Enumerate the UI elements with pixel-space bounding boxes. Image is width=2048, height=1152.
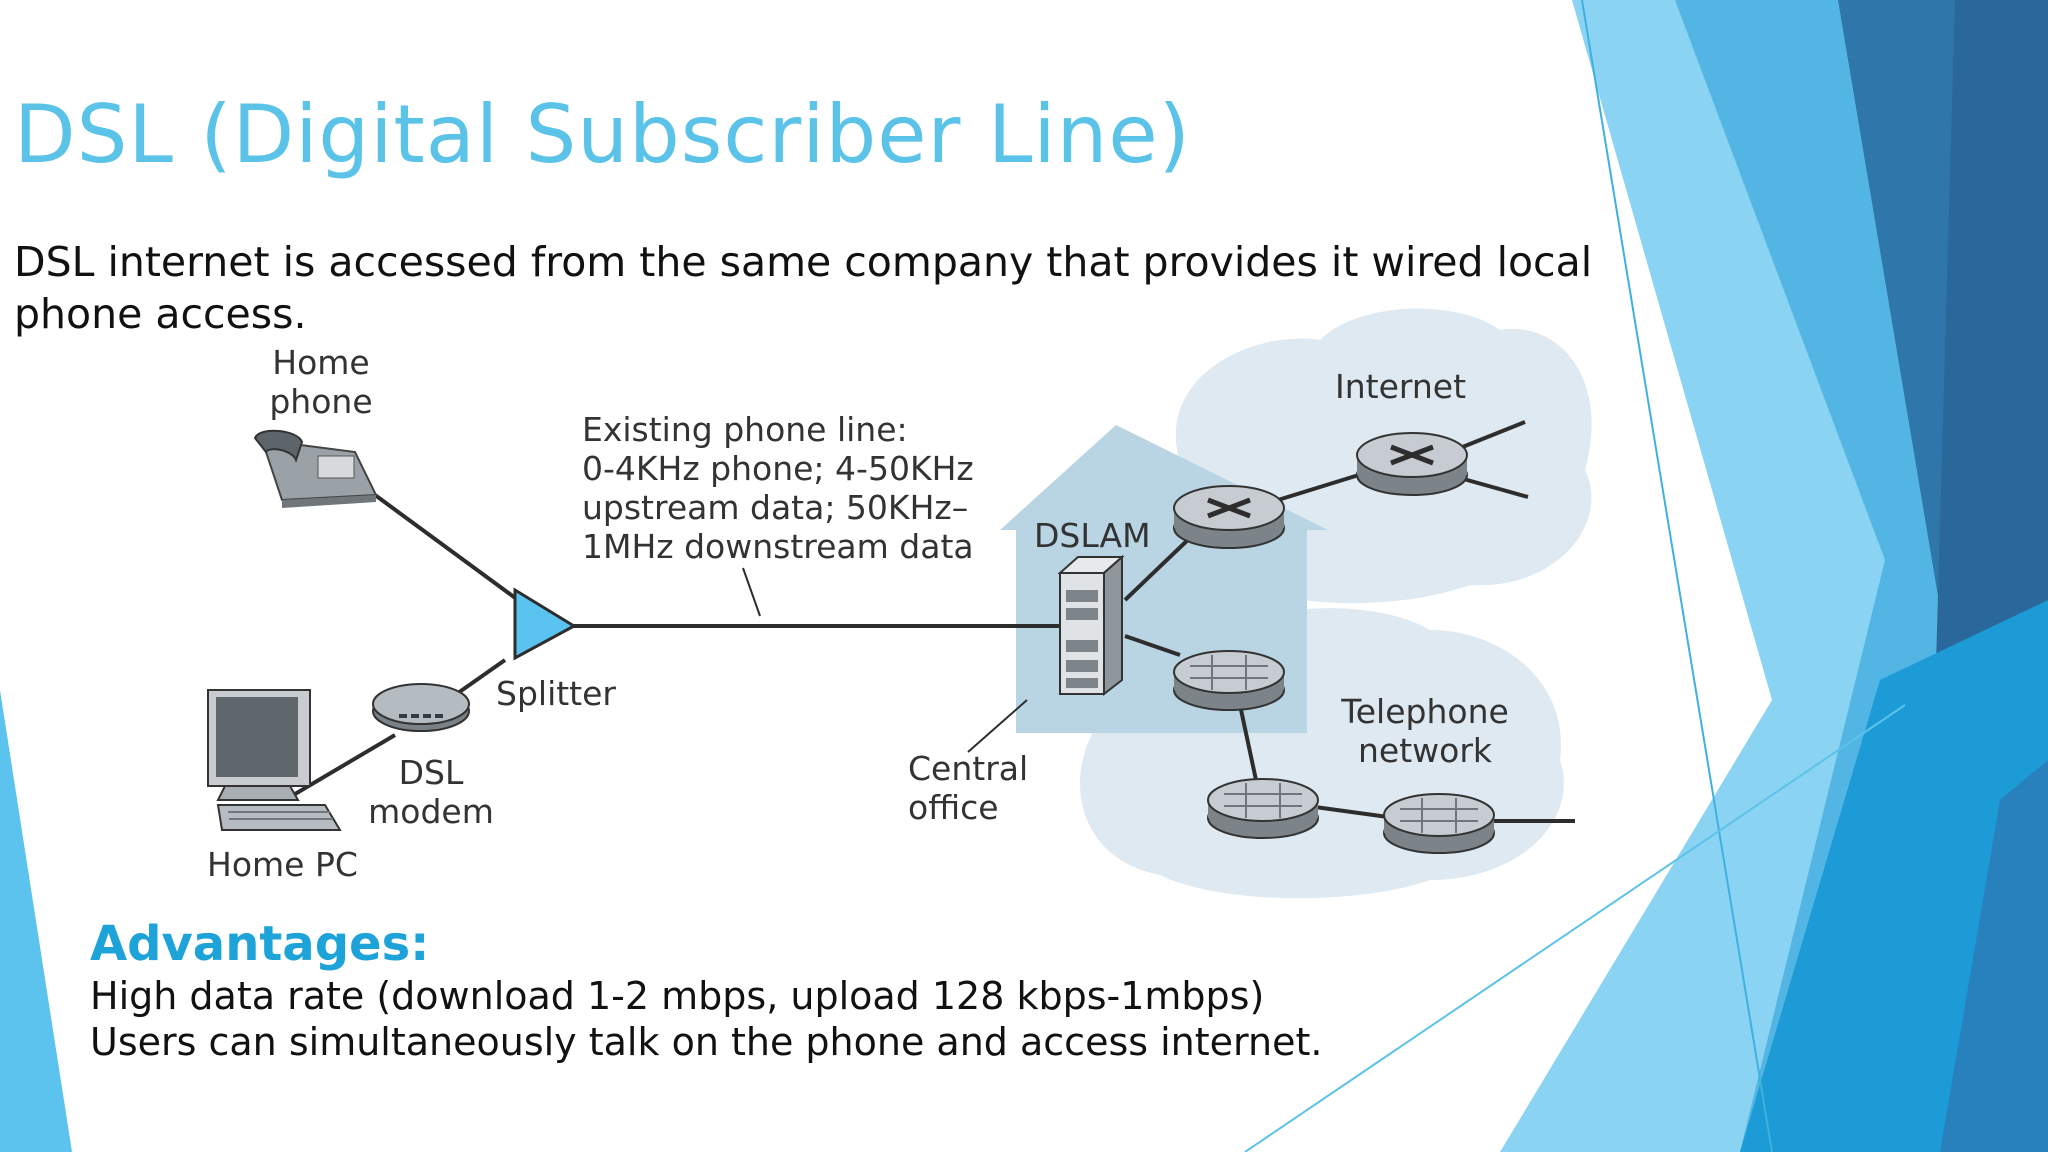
switch-icon-telephone-b (1383, 793, 1495, 854)
slide-title: DSL (Digital Subscriber Line) (14, 88, 1191, 181)
advantage-item: Users can simultaneously talk on the pho… (90, 1020, 1323, 1064)
link-dslam-router (1123, 533, 1195, 602)
splitter-icon (513, 587, 578, 661)
link-internet-out-a (1459, 420, 1526, 450)
label-phone-line-4: 1MHz downstream data (582, 527, 974, 566)
label-home-phone-line1: Home (272, 343, 370, 382)
link-switches (1314, 805, 1389, 819)
deco-thin-line-b (1244, 704, 1906, 1152)
intro-text: DSL internet is accessed from the same c… (14, 238, 1593, 338)
label-home-phone: Home phone (246, 343, 396, 421)
label-phone-line-3: upstream data; 50KHz– (582, 488, 969, 527)
label-central-office: Central office (908, 749, 1028, 827)
label-dsl-modem-line1: DSL (398, 753, 464, 792)
annotation-leader-central-office (967, 699, 1028, 753)
link-switch-down (1238, 704, 1258, 781)
deco-left-sliver (0, 690, 72, 1152)
link-internet-out-b (1459, 476, 1529, 499)
label-telephone-network-line1: Telephone (1341, 692, 1509, 731)
label-phone-line-2: 0-4KHz phone; 4-50KHz (582, 449, 974, 488)
label-phone-line: Existing phone line: 0-4KHz phone; 4-50K… (582, 410, 974, 566)
deco-bottom-right-dark (1940, 760, 2048, 1152)
deco-thin-line-a (1581, 0, 1773, 1152)
label-telephone-network-line2: network (1357, 731, 1492, 770)
phone-line-phone-splitter (373, 493, 520, 602)
label-home-phone-line2: phone (269, 382, 373, 421)
label-phone-line-1: Existing phone line: (582, 410, 908, 449)
label-central-office-line2: office (908, 788, 999, 827)
computer-icon (207, 689, 342, 831)
label-central-office-line1: Central (908, 749, 1029, 788)
link-routers (1277, 472, 1363, 502)
link-dslam-switch (1124, 634, 1181, 657)
switch-icon-central (1173, 650, 1285, 711)
dslam-rack-icon (1057, 554, 1125, 697)
advantage-item: High data rate (download 1-2 mbps, uploa… (90, 974, 1265, 1018)
label-telephone-network: Telephone network (1330, 692, 1520, 770)
router-icon-central (1173, 485, 1285, 549)
router-icon-internet (1356, 432, 1468, 496)
label-internet: Internet (1335, 367, 1467, 406)
label-splitter: Splitter (496, 674, 616, 713)
label-dslam: DSLAM (1034, 516, 1151, 555)
label-dsl-modem: DSL modem (366, 753, 496, 831)
dsl-modem-icon (372, 683, 470, 732)
telephone-icon (253, 429, 378, 508)
switch-icon-telephone-a (1207, 778, 1319, 839)
label-dsl-modem-line2: modem (368, 792, 494, 831)
label-home-pc: Home PC (207, 845, 358, 884)
advantages-heading: Advantages: (90, 916, 430, 972)
annotation-leader-phone-line (742, 567, 761, 617)
